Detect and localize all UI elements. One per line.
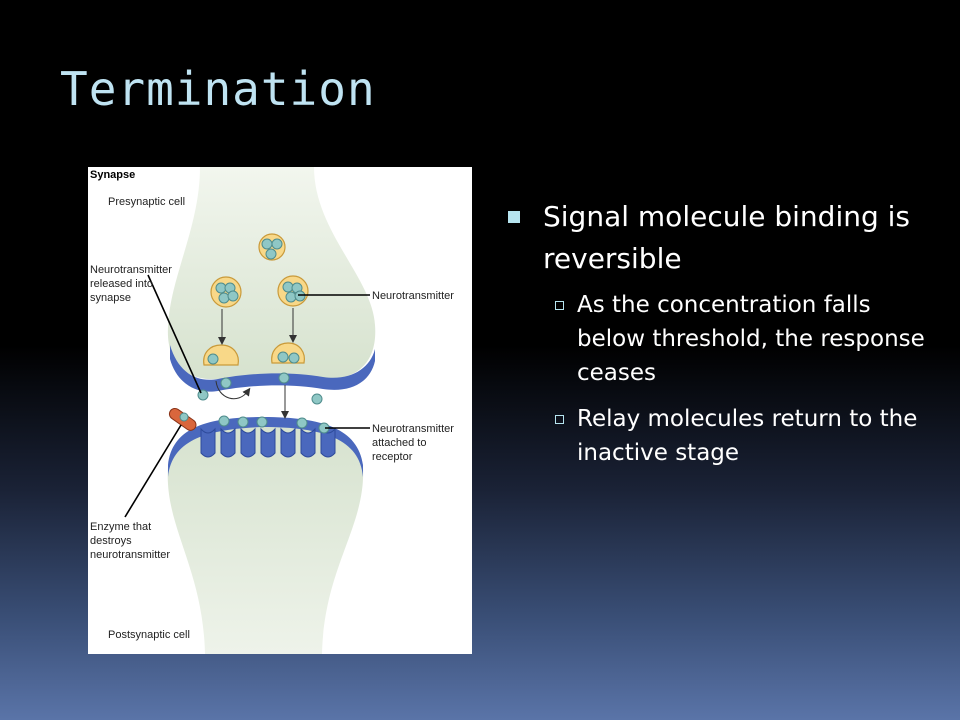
- square-bullet-icon: [508, 211, 520, 223]
- sub-bullet-list: As the concentration falls below thresho…: [508, 288, 938, 470]
- bullet-main: Signal molecule binding is reversible: [508, 196, 938, 280]
- sub-bullet-text: Relay molecules return to the inactive s…: [577, 406, 918, 466]
- slide-title: Termination: [60, 62, 376, 116]
- label-attached-line2: attached to: [372, 437, 426, 449]
- label-released-line3: synapse: [90, 292, 131, 304]
- leader-lines: [124, 274, 370, 518]
- sub-bullet-text: As the concentration falls below thresho…: [577, 292, 925, 386]
- label-attached-line1: Neurotransmitter: [372, 423, 454, 435]
- label-enzyme-line2: destroys: [90, 535, 132, 547]
- postsynaptic-cell-shape: [167, 421, 364, 654]
- bullet-main-text: Signal molecule binding is reversible: [543, 200, 911, 275]
- synapse-figure: Synapse Presynaptic cell Neurotransmitte…: [88, 167, 472, 654]
- sub-bullet-item: Relay molecules return to the inactive s…: [508, 402, 938, 470]
- receptors: [200, 427, 336, 458]
- label-enzyme-line1: Enzyme that: [90, 521, 151, 533]
- presynaptic-membrane: [170, 345, 375, 392]
- sub-bullet-item: As the concentration falls below thresho…: [508, 288, 938, 390]
- label-released-line1: Neurotransmitter: [90, 264, 172, 276]
- label-released-line2: released into: [90, 278, 153, 290]
- label-enzyme-line3: neurotransmitter: [90, 549, 170, 561]
- figure-heading: Synapse: [90, 169, 135, 181]
- hollow-square-bullet-icon: [555, 301, 564, 310]
- label-presynaptic-cell: Presynaptic cell: [108, 196, 185, 208]
- presynaptic-cell-shape: [167, 167, 376, 380]
- hollow-square-bullet-icon: [555, 415, 564, 424]
- enzyme: [168, 407, 197, 431]
- bullet-list: Signal molecule binding is reversible As…: [508, 196, 938, 482]
- label-postsynaptic-cell: Postsynaptic cell: [108, 629, 190, 641]
- synapse-diagram: Synapse Presynaptic cell Neurotransmitte…: [90, 167, 454, 654]
- label-neurotransmitter: Neurotransmitter: [372, 290, 454, 302]
- neurotransmitter-molecules: [197, 238, 330, 434]
- label-attached-line3: receptor: [372, 451, 413, 463]
- release-arrows: [215, 308, 297, 419]
